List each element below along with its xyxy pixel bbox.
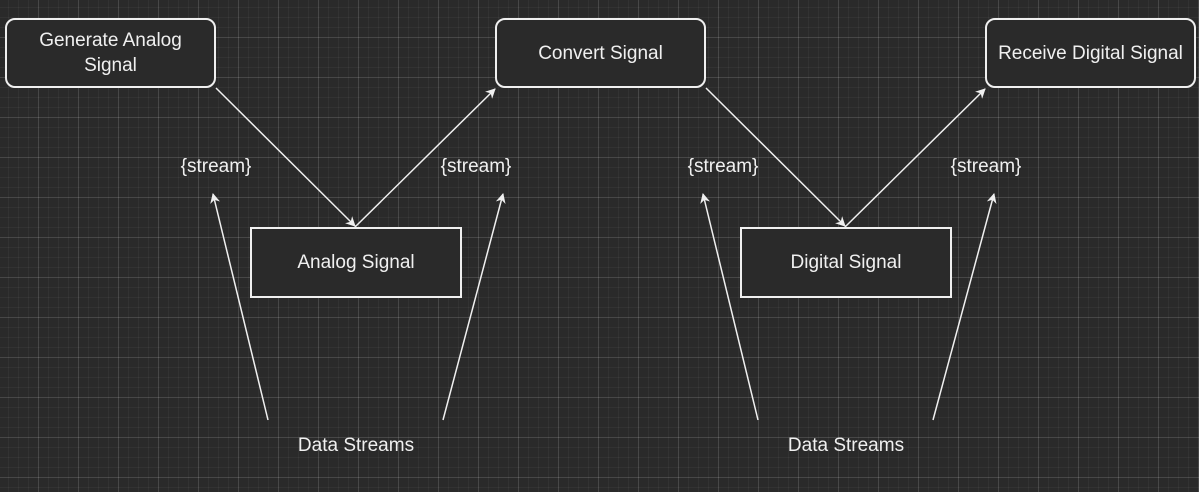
node-receive-label: Receive Digital Signal (998, 42, 1183, 64)
node-convert-signal[interactable]: Convert Signal (495, 18, 706, 88)
node-generate-analog-signal[interactable]: Generate Analog Signal (5, 18, 216, 88)
stream-label-4: {stream} (950, 156, 1022, 177)
data-streams-label-left: Data Streams (297, 435, 415, 456)
node-analog-signal[interactable]: Analog Signal (250, 227, 462, 298)
stream-label-3: {stream} (687, 156, 759, 177)
node-analog-label: Analog Signal (297, 252, 415, 273)
node-digital-label: Digital Signal (790, 252, 902, 273)
stream-label-2: {stream} (440, 156, 512, 177)
data-streams-label-right: Data Streams (787, 435, 905, 456)
node-receive-digital-signal[interactable]: Receive Digital Signal (985, 18, 1196, 88)
node-convert-label: Convert Signal (538, 42, 663, 64)
node-digital-signal[interactable]: Digital Signal (740, 227, 952, 298)
stream-label-1: {stream} (180, 156, 252, 177)
node-generate-label: Generate Analog Signal (39, 30, 182, 76)
